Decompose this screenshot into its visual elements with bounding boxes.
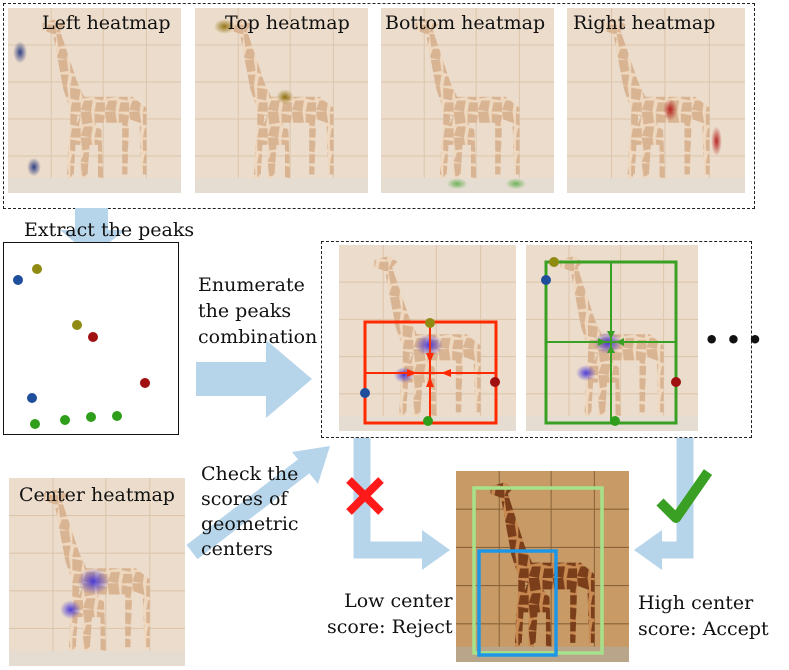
peak-blue xyxy=(27,393,37,403)
down-arrow xyxy=(60,208,126,256)
accept-arrow xyxy=(634,438,694,570)
reject-arrow xyxy=(353,438,450,570)
peak-red xyxy=(88,332,98,342)
bottom-heatmap-image: Bottom heatmap xyxy=(381,8,554,193)
accept-label: High center score: Accept xyxy=(638,592,769,640)
left-heatmap-image: Left heatmap xyxy=(8,8,181,193)
accepted-combination-image xyxy=(526,245,698,431)
extract-peaks-label: Extract the peaks xyxy=(24,219,195,241)
accept-check-icon xyxy=(656,469,713,523)
top-heatmap-image: Top heatmap xyxy=(195,8,368,193)
peaks-box xyxy=(3,242,179,435)
top-heatmap-label: Top heatmap xyxy=(225,12,350,34)
heatmaps-group xyxy=(3,3,755,209)
final-detection-image xyxy=(456,471,629,662)
peak-red xyxy=(140,378,150,388)
combinations-group xyxy=(321,241,752,438)
rejected-combination-image xyxy=(339,245,516,431)
center-heatmap-image: Center heatmap xyxy=(9,478,185,666)
check-scores-label: Check the scores of geometric centers xyxy=(201,463,299,560)
enumerate-label: Enumerate the peaks combination xyxy=(198,274,318,348)
reject-label: Low center score: Reject xyxy=(327,590,453,638)
peak-olive xyxy=(32,264,42,274)
peak-green xyxy=(112,411,122,421)
right-heatmap-label: Right heatmap xyxy=(573,12,716,34)
peak-blue xyxy=(13,275,23,285)
reject-cross-icon xyxy=(346,477,384,515)
right-arrow xyxy=(196,340,312,418)
left-heatmap-label: Left heatmap xyxy=(42,12,171,34)
peak-olive xyxy=(72,320,82,330)
bottom-heatmap-label: Bottom heatmap xyxy=(385,12,546,34)
peak-green xyxy=(30,419,40,429)
peak-green xyxy=(86,412,96,422)
center-heatmap-label: Center heatmap xyxy=(19,484,175,506)
diagonal-arrow xyxy=(186,446,330,560)
more-combinations-ellipsis: • • • xyxy=(704,326,763,354)
peak-green xyxy=(60,415,70,425)
right-heatmap-image: Right heatmap xyxy=(567,8,745,193)
